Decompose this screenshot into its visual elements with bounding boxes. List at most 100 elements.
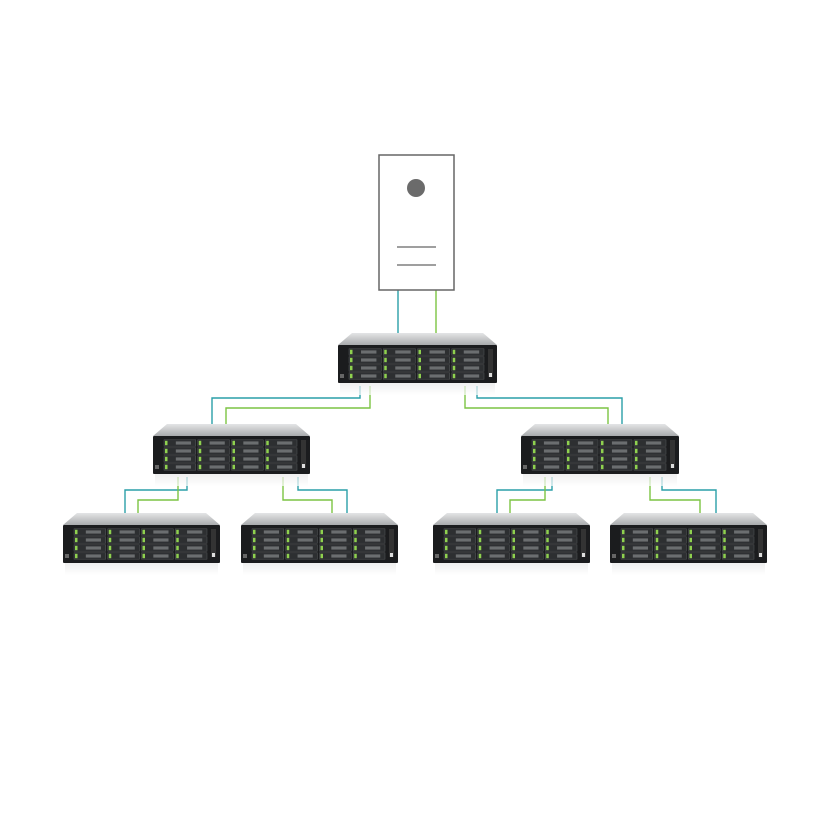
drive-led-icon — [253, 553, 256, 559]
drive-led-icon — [635, 440, 638, 446]
drive-handle — [263, 538, 280, 542]
drive-handle — [734, 546, 750, 550]
unit-power-button-icon — [435, 554, 439, 558]
drive-led-icon — [286, 545, 290, 551]
drive-handle — [734, 538, 750, 542]
drive-handle — [489, 530, 505, 534]
drive-led-icon — [198, 456, 202, 462]
unit-reflection — [612, 563, 765, 575]
drive-led-icon — [142, 529, 145, 535]
drive-led-icon — [635, 456, 638, 462]
drive-led-icon — [320, 529, 323, 535]
drive-handle — [365, 546, 381, 550]
drive-handle — [557, 546, 573, 550]
drive-led-icon — [320, 553, 323, 559]
drive-handle — [429, 366, 445, 370]
unit-status-led-icon — [390, 553, 393, 557]
unit-power-button-icon — [340, 374, 344, 378]
unit-status-led-icon — [212, 553, 215, 557]
drive-handle — [85, 554, 102, 558]
unit-top-lid — [433, 513, 590, 525]
drive-led-icon — [350, 365, 353, 371]
drive-handle — [645, 457, 662, 461]
drive-led-icon — [452, 357, 456, 363]
drive-handle — [361, 366, 377, 370]
drive-led-icon — [232, 448, 235, 454]
drive-handle — [175, 465, 192, 469]
drive-handle — [361, 374, 377, 378]
drive-led-icon — [253, 537, 256, 543]
drive-led-icon — [354, 553, 357, 559]
drive-led-icon — [655, 545, 659, 551]
unit-top-lid — [153, 424, 310, 436]
green-cable — [464, 386, 609, 426]
drive-handle — [543, 457, 560, 461]
storage-unit-level2-left — [153, 424, 310, 486]
drive-handle — [577, 441, 594, 445]
drive-handle — [243, 449, 259, 453]
unit-reflection — [435, 563, 588, 575]
drive-handle — [263, 554, 280, 558]
drive-handle — [297, 554, 313, 558]
drive-led-icon — [418, 349, 421, 355]
unit-status-led-icon — [759, 553, 762, 557]
drive-led-icon — [198, 448, 202, 454]
drive-led-icon — [354, 537, 357, 543]
drive-handle — [209, 457, 225, 461]
drive-handle — [361, 358, 377, 362]
drive-handle — [666, 554, 682, 558]
drive-handle — [263, 546, 280, 550]
unit-top-lid — [338, 333, 497, 345]
teal-cable — [211, 386, 361, 426]
drive-handle — [395, 374, 411, 378]
drive-handle — [429, 374, 445, 378]
drive-led-icon — [142, 553, 145, 559]
drive-handle — [489, 554, 505, 558]
drive-handle — [175, 457, 192, 461]
drive-led-icon — [320, 545, 323, 551]
drive-handle — [331, 554, 347, 558]
unit-status-led-icon — [489, 373, 492, 377]
drive-led-icon — [266, 464, 269, 470]
unit-status-led-icon — [671, 464, 674, 468]
drive-handle — [263, 530, 280, 534]
host-server — [378, 154, 455, 291]
drive-handle — [700, 554, 716, 558]
drive-led-icon — [75, 529, 78, 535]
drive-handle — [611, 441, 628, 445]
green-cable — [137, 477, 179, 514]
drive-led-icon — [286, 553, 290, 559]
drive-handle — [543, 449, 560, 453]
host-power-button-icon — [407, 179, 425, 197]
unit-power-button-icon — [65, 554, 69, 558]
drive-led-icon — [622, 545, 625, 551]
drive-handle — [119, 538, 135, 542]
drive-led-icon — [108, 553, 112, 559]
drive-handle — [611, 457, 628, 461]
green-cable — [649, 477, 701, 514]
drive-handle — [153, 546, 169, 550]
drive-handle — [523, 546, 539, 550]
drive-led-icon — [165, 456, 168, 462]
drive-handle — [153, 530, 169, 534]
drive-led-icon — [108, 537, 112, 543]
drive-handle — [611, 449, 628, 453]
unit-right-ear — [389, 529, 394, 557]
drive-handle — [119, 546, 135, 550]
drive-led-icon — [655, 553, 659, 559]
drive-led-icon — [266, 456, 269, 462]
unit-reflection — [523, 474, 677, 486]
drive-led-icon — [512, 545, 515, 551]
drive-handle — [153, 538, 169, 542]
drive-led-icon — [350, 349, 353, 355]
drive-handle — [395, 366, 411, 370]
drive-handle — [666, 538, 682, 542]
drive-handle — [187, 554, 203, 558]
drive-led-icon — [635, 464, 638, 470]
drive-handle — [489, 546, 505, 550]
drive-led-icon — [567, 440, 570, 446]
drive-led-icon — [452, 349, 456, 355]
drive-handle — [734, 530, 750, 534]
drive-led-icon — [176, 537, 179, 543]
